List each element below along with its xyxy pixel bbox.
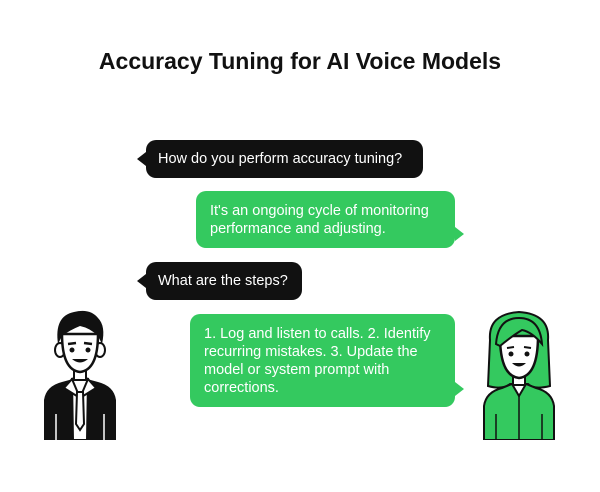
woman-avatar-icon	[483, 310, 555, 440]
question-bubble-2: What are the steps?	[146, 262, 302, 300]
question-text-1: How do you perform accuracy tuning?	[158, 151, 403, 167]
diagram-title: Accuracy Tuning for AI Voice Models	[98, 48, 502, 74]
question-text-2: What are the steps?	[158, 273, 288, 289]
answer-bubble-1: It's an ongoing cycle of monitoring perf…	[196, 191, 455, 248]
answer-bubble-2-tail	[455, 382, 464, 396]
answer-bubble-2: 1. Log and listen to calls. 2. Identify …	[190, 314, 455, 407]
answer-text-2: 1. Log and listen to calls. 2. Identify …	[204, 326, 431, 396]
man-avatar-icon	[44, 310, 116, 440]
question-bubble-2-tail	[137, 274, 146, 288]
question-bubble-1-tail	[137, 152, 146, 166]
question-bubble-1: How do you perform accuracy tuning?	[146, 140, 423, 178]
answer-bubble-1-tail	[455, 227, 464, 241]
answer-text-1: It's an ongoing cycle of monitoring perf…	[210, 203, 429, 237]
